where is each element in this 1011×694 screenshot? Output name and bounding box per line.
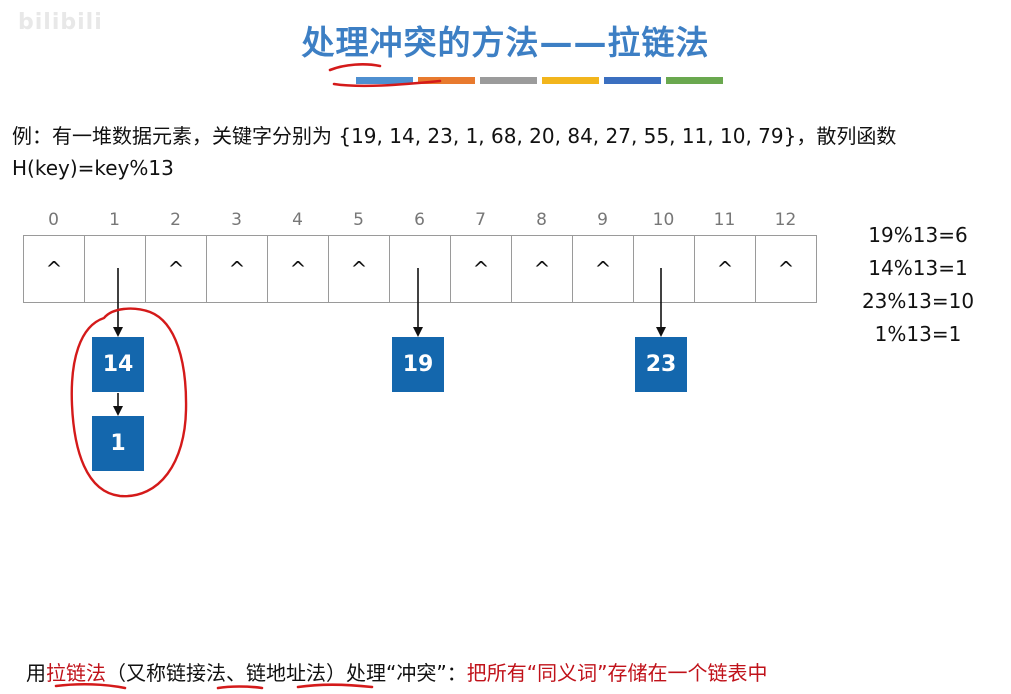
index-label: 0 <box>48 210 59 230</box>
table-cell: ^ <box>329 235 390 303</box>
chain-node-1: 1 <box>92 416 144 471</box>
index-label: 12 <box>774 210 797 230</box>
index-label: 11 <box>713 210 736 230</box>
index-label: 6 <box>414 210 425 230</box>
index-label: 5 <box>353 210 364 230</box>
index-label: 8 <box>536 210 547 230</box>
chain-node-23: 23 <box>635 337 687 392</box>
table-cell <box>634 235 695 303</box>
calc-line: 1%13=1 <box>874 322 962 346</box>
stripe-1 <box>356 77 413 84</box>
stripe-3 <box>480 77 537 84</box>
index-label: 1 <box>109 210 120 230</box>
table-cell <box>390 235 451 303</box>
table-cell: ^ <box>695 235 756 303</box>
index-label: 2 <box>170 210 181 230</box>
example-line-2: H(key)=key%13 <box>12 156 174 180</box>
table-cell: ^ <box>573 235 634 303</box>
page-title: 处理冲突的方法——拉链法 <box>301 23 710 62</box>
chain-node-19: 19 <box>392 337 444 392</box>
bottom-underline-2 <box>216 685 264 690</box>
stripe-5 <box>604 77 661 84</box>
calc-line: 14%13=1 <box>868 256 968 280</box>
stripe-2 <box>418 77 475 84</box>
summary-prefix: 用 <box>26 661 46 685</box>
calculations: 19%13=6 14%13=1 23%13=10 1%13=1 <box>838 219 998 351</box>
table-cell <box>85 235 146 303</box>
calc-line: 23%13=10 <box>861 289 975 313</box>
summary-conclusion: 把所有“同义词”存储在一个链表中 <box>466 661 768 685</box>
table-cell: ^ <box>451 235 512 303</box>
chain-node-14: 14 <box>92 337 144 392</box>
table-cell: ^ <box>207 235 268 303</box>
table-cell: ^ <box>268 235 329 303</box>
index-label: 10 <box>652 210 675 230</box>
calc-line: 19%13=6 <box>868 223 968 247</box>
index-label: 9 <box>597 210 608 230</box>
watermark: bilibili <box>18 10 103 35</box>
index-label: 7 <box>475 210 486 230</box>
stripe-6 <box>666 77 723 84</box>
stripe-4 <box>542 77 599 84</box>
index-label: 4 <box>292 210 303 230</box>
table-cell: ^ <box>146 235 207 303</box>
index-label: 3 <box>231 210 242 230</box>
example-text: 例：有一堆数据元素，关键字分别为 {19, 14, 23, 1, 68, 20,… <box>12 120 1002 184</box>
table-cell: ^ <box>24 235 85 303</box>
summary-middle: （又称链接法、链地址法）处理“冲突”： <box>106 661 467 685</box>
example-line-1: 例：有一堆数据元素，关键字分别为 {19, 14, 23, 1, 68, 20,… <box>12 124 897 148</box>
hash-table: ^ ^ ^ ^ ^ ^ ^ ^ ^ ^ <box>23 235 817 303</box>
summary-highlight: 拉链法 <box>46 661 106 685</box>
table-cell: ^ <box>756 235 817 303</box>
summary-text: 用拉链法（又称链接法、链地址法）处理“冲突”：把所有“同义词”存储在一个链表中 <box>26 657 767 686</box>
table-cell: ^ <box>512 235 573 303</box>
